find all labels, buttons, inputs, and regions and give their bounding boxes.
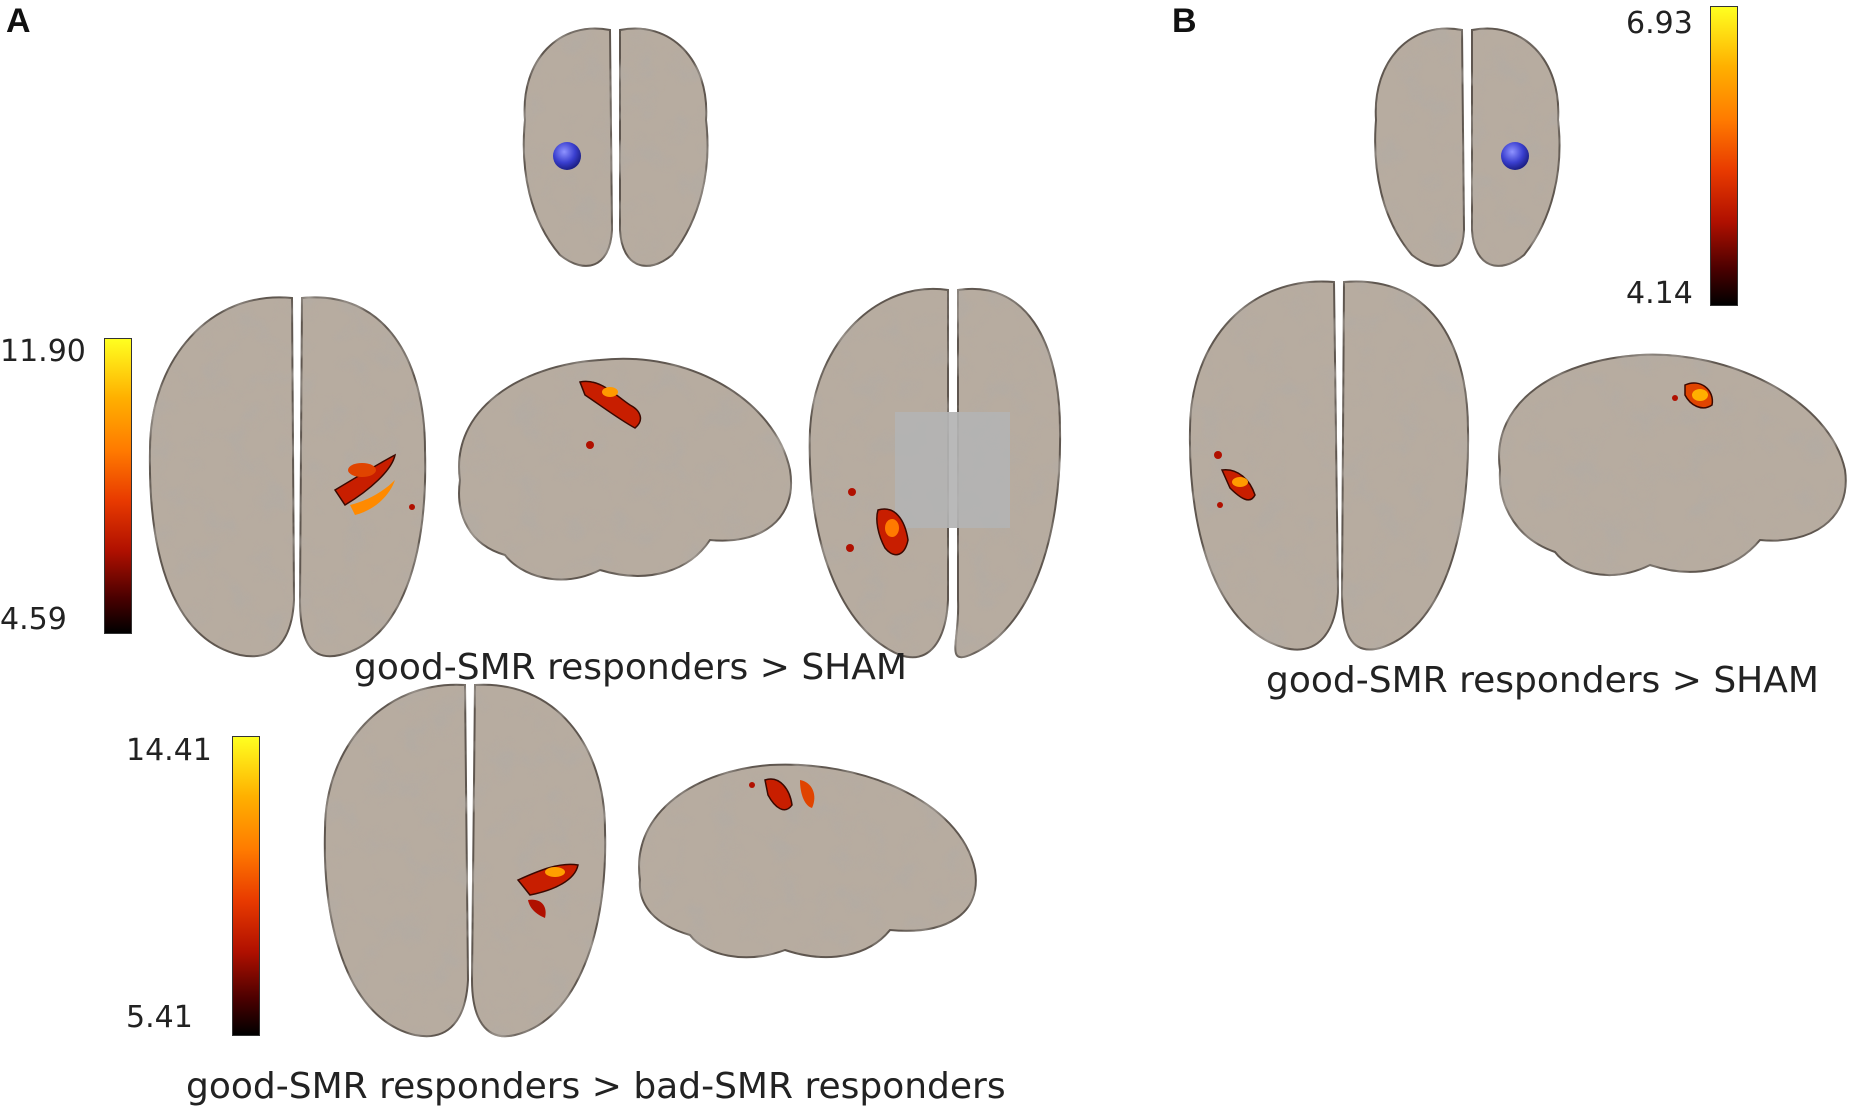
panel-a-row2-lateral	[638, 763, 977, 959]
colorbar-a1	[104, 338, 132, 634]
colorbar-b-max-label: 6.93	[1626, 6, 1693, 41]
caption-a2: good-SMR responders > bad-SMR responders	[186, 1066, 1006, 1107]
activation-a-row1-ventral	[846, 488, 909, 556]
caption-b: good-SMR responders > SHAM	[1266, 660, 1819, 701]
panel-a-row1-lateral	[458, 357, 793, 581]
activation-a-row1-lateral	[578, 380, 642, 449]
panel-b-lateral	[1498, 353, 1847, 576]
panel-b-letter: B	[1172, 2, 1197, 40]
activation-a-row2-lateral	[749, 778, 815, 811]
panel-b-dorsal-top	[1374, 27, 1561, 267]
caption-a1: good-SMR responders > SHAM	[354, 647, 907, 688]
panel-a-row1-dorsal	[148, 296, 427, 658]
colorbar-b	[1710, 6, 1738, 306]
panel-b-dorsal	[1188, 280, 1470, 651]
panel-a-dorsal-top	[522, 27, 709, 267]
activation-b-dorsal	[1214, 451, 1256, 508]
colorbar-b-min-label: 4.14	[1626, 276, 1693, 311]
seed-marker-b	[1501, 142, 1529, 170]
colorbar-a1-min-label: 4.59	[0, 602, 67, 637]
activation-a-row1-dorsal	[333, 453, 415, 515]
activation-a-row2-dorsal	[516, 863, 579, 918]
panel-a-letter: A	[6, 2, 31, 40]
colorbar-a2-max-label: 14.41	[126, 733, 212, 768]
seed-marker-a	[553, 142, 581, 170]
ventral-midline-mask	[895, 412, 1010, 528]
colorbar-a1-max-label: 11.90	[0, 334, 86, 369]
activation-b-lateral	[1672, 382, 1714, 409]
panel-a-row2-dorsal	[323, 683, 607, 1038]
colorbar-a2-min-label: 5.41	[126, 1000, 193, 1035]
colorbar-a2	[232, 736, 260, 1036]
